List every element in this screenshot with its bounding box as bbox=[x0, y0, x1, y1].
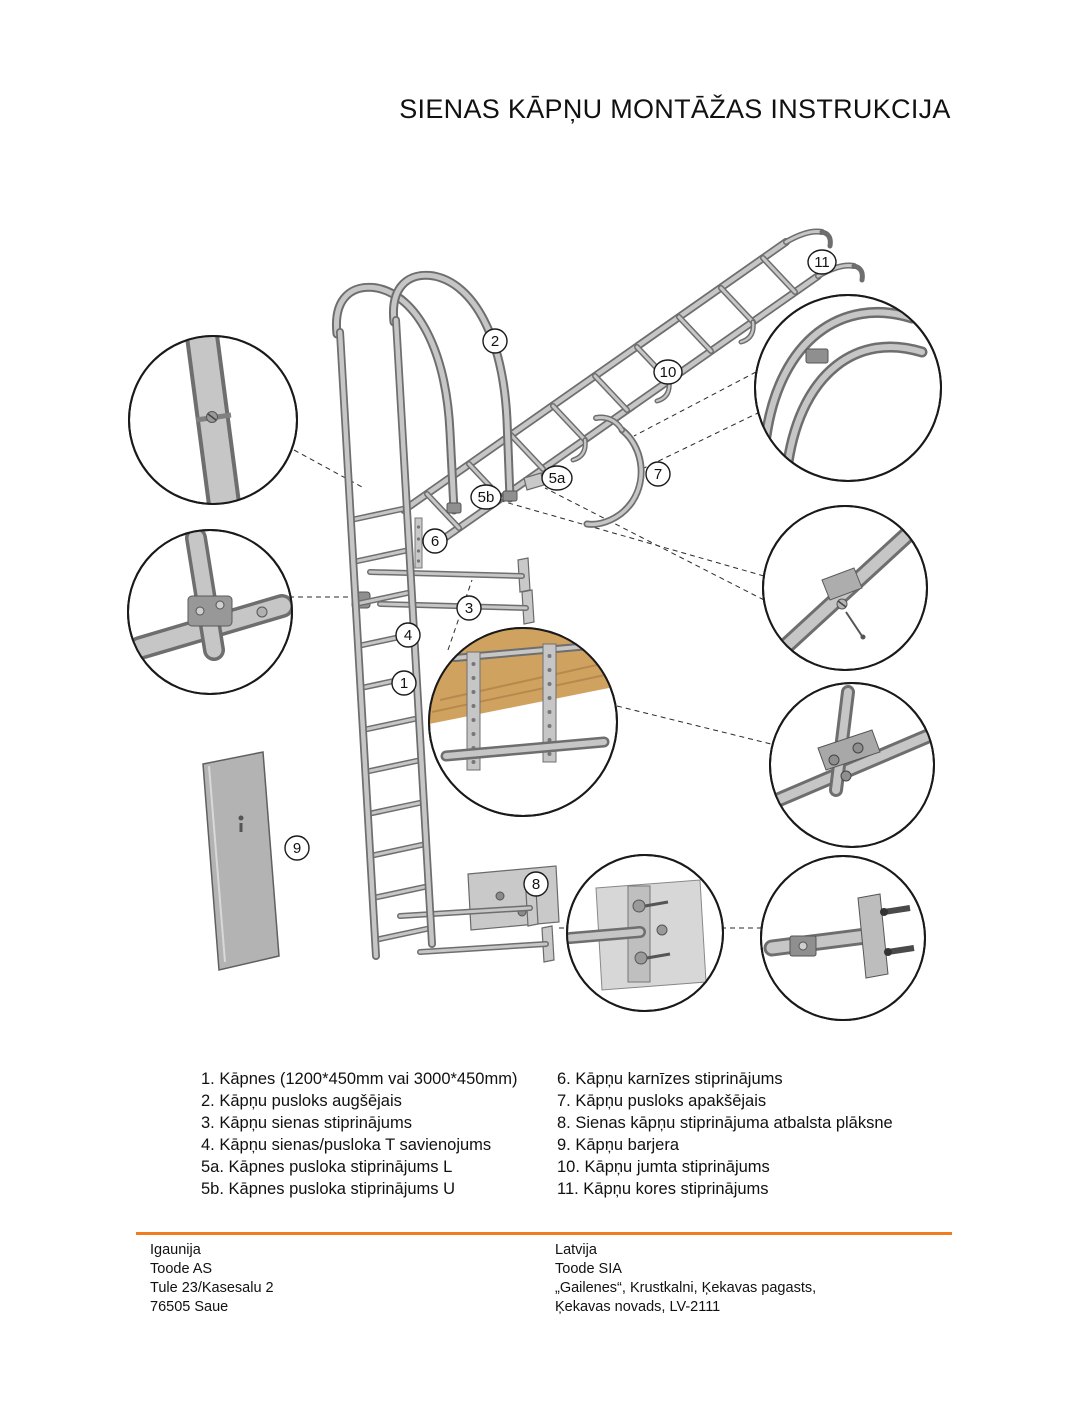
callout-6: 6 bbox=[422, 528, 448, 554]
svg-text:5b: 5b bbox=[478, 489, 495, 506]
footer-line: Tule 23/Kasesalu 2 bbox=[150, 1280, 274, 1296]
parts-list-item: 3. Kāpņu sienas stiprinājums bbox=[201, 1114, 412, 1132]
detail-circle-wall-mount bbox=[760, 855, 926, 1021]
bottom-hoop bbox=[583, 414, 645, 528]
footer-address-latvia: Latvija Toode SIA „Gailenes“, Krustkalni… bbox=[555, 1241, 816, 1317]
parts-list-item: 1. Kāpnes (1200*450mm vai 3000*450mm) bbox=[201, 1070, 518, 1088]
parts-list-right: 6. Kāpņu karnīzes stiprinājums 7. Kāpņu … bbox=[557, 1068, 893, 1200]
parts-list-item: 9. Kāpņu barjera bbox=[557, 1136, 680, 1154]
callout-3: 3 bbox=[456, 595, 482, 621]
detail-circle-t-connector bbox=[127, 529, 293, 695]
svg-text:3: 3 bbox=[465, 600, 473, 617]
roof-ladder bbox=[400, 228, 865, 548]
parts-list-item: 5b. Kāpnes pusloka stiprinājums U bbox=[201, 1180, 456, 1198]
svg-text:6: 6 bbox=[431, 533, 439, 550]
detail-circle-wood-mount bbox=[428, 627, 618, 817]
callout-1: 1 bbox=[391, 670, 417, 696]
detail-circle-pipe-joint bbox=[128, 335, 298, 505]
footer-divider bbox=[136, 1232, 952, 1235]
detail-circle-frame-joint bbox=[769, 682, 935, 848]
footer-line: Toode AS bbox=[150, 1261, 213, 1277]
footer-line: 76505 Saue bbox=[150, 1299, 229, 1315]
parts-list-item: 2. Kāpņu pusloks augšējais bbox=[201, 1092, 402, 1110]
page-title: SIENAS KĀPŅU MONTĀŽAS INSTRUKCIJA bbox=[399, 94, 951, 124]
parts-list-item: 6. Kāpņu karnīzes stiprinājums bbox=[557, 1070, 783, 1088]
parts-list-item: 5a. Kāpnes pusloka stiprinājums L bbox=[201, 1158, 453, 1176]
cornice-strap bbox=[414, 517, 423, 569]
svg-text:11: 11 bbox=[814, 254, 830, 271]
barrier-panel bbox=[202, 751, 280, 971]
footer-line: Latvija bbox=[555, 1242, 597, 1258]
roof-mount-hooks bbox=[570, 319, 756, 463]
footer-line: Toode SIA bbox=[555, 1261, 622, 1277]
callout-5a: 5a bbox=[541, 465, 573, 491]
svg-text:8: 8 bbox=[532, 876, 540, 893]
callout-9: 9 bbox=[284, 835, 310, 861]
svg-text:10: 10 bbox=[660, 364, 677, 381]
callout-8: 8 bbox=[523, 871, 549, 897]
callout-5b: 5b bbox=[470, 484, 502, 510]
parts-list-left: 1. Kāpnes (1200*450mm vai 3000*450mm) 2.… bbox=[201, 1068, 517, 1200]
svg-text:1: 1 bbox=[400, 675, 408, 692]
callout-10: 10 bbox=[653, 359, 683, 385]
footer-address-estonia: Igaunija Toode AS Tule 23/Kasesalu 2 765… bbox=[150, 1241, 274, 1317]
parts-list-item: 11. Kāpņu kores stiprinājums bbox=[557, 1180, 769, 1198]
detail-circle-support-plate bbox=[566, 854, 724, 1012]
detail-circle-l-bracket bbox=[762, 505, 928, 671]
svg-text:5a: 5a bbox=[549, 470, 566, 487]
hoop-clamp-u bbox=[446, 502, 462, 514]
callout-7: 7 bbox=[645, 461, 671, 487]
hoop-clamp-u bbox=[502, 490, 518, 502]
svg-text:9: 9 bbox=[293, 840, 301, 857]
footer-line: Igaunija bbox=[150, 1242, 201, 1258]
parts-list-item: 8. Sienas kāpņu stiprinājuma atbalsta pl… bbox=[557, 1114, 893, 1132]
wall-bracket-upper bbox=[351, 517, 535, 625]
parts-list-item: 7. Kāpņu pusloks apakšējais bbox=[557, 1092, 767, 1110]
callout-11: 11 bbox=[807, 249, 837, 275]
svg-text:7: 7 bbox=[654, 466, 662, 483]
svg-text:2: 2 bbox=[491, 333, 499, 350]
parts-list-item: 10. Kāpņu jumta stiprinājums bbox=[557, 1158, 770, 1176]
callout-2: 2 bbox=[482, 328, 508, 354]
parts-list-item: 4. Kāpņu sienas/pusloka T savienojums bbox=[201, 1136, 492, 1154]
footer-line: Ķekavas novads, LV-2111 bbox=[555, 1299, 721, 1315]
svg-text:4: 4 bbox=[404, 627, 412, 644]
top-hoops bbox=[331, 270, 518, 515]
footer-line: „Gailenes“, Krustkalni, Ķekavas pagasts, bbox=[555, 1280, 817, 1296]
callout-4: 4 bbox=[395, 622, 421, 648]
detail-circle-top-hoop bbox=[754, 294, 942, 482]
